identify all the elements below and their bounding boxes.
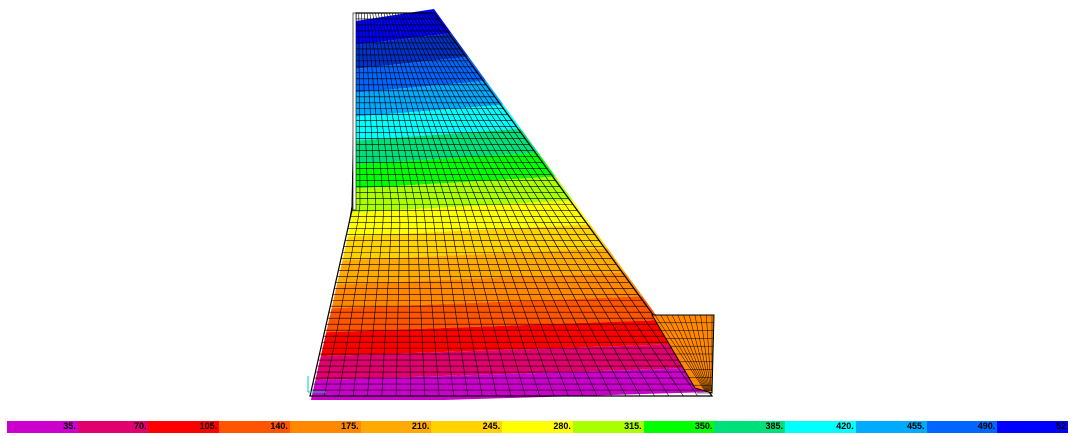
legend-label: 105. <box>199 421 218 431</box>
mesh-column-line <box>389 12 483 397</box>
toe-mesh-col <box>677 314 709 392</box>
legend-swatch: 52 <box>997 421 1069 433</box>
toe-mesh-col <box>694 314 711 392</box>
mesh-column-line <box>411 12 598 397</box>
toe-mesh-col <box>688 314 710 392</box>
mesh-column-line <box>422 12 655 397</box>
legend-swatch: 490. <box>926 421 998 433</box>
mesh-column-line <box>430 12 698 397</box>
legend-swatch: 350. <box>643 421 715 433</box>
mesh-column-line <box>397 12 526 397</box>
mesh-column-line <box>391 12 497 397</box>
toe-mesh-col <box>671 314 708 392</box>
mesh-column-line <box>366 12 385 397</box>
legend-swatch: 105. <box>148 421 220 433</box>
legend-swatch: 385. <box>714 421 786 433</box>
toe-mesh-col <box>700 314 711 392</box>
mesh-column-line <box>400 12 540 397</box>
mesh-column-line <box>425 12 670 397</box>
mesh-column-line <box>394 12 512 397</box>
mesh-column-line <box>378 12 426 397</box>
legend-label: 280. <box>553 421 571 431</box>
legend-label: 245. <box>482 421 501 431</box>
mesh-column-line <box>428 12 684 397</box>
model-viewport[interactable] <box>0 0 1075 400</box>
toe-mesh-col <box>683 314 709 392</box>
legend-label: 70. <box>133 421 147 431</box>
mesh-column-line <box>352 12 377 397</box>
toe-mesh-col <box>666 314 707 392</box>
mesh-column-line <box>386 12 469 397</box>
mesh-column-line <box>383 12 454 397</box>
legend-swatch: 245. <box>431 421 503 433</box>
legend-label: 52 <box>1056 421 1067 431</box>
toe-mesh-col <box>660 314 706 392</box>
mesh-column-line <box>372 12 401 397</box>
legend-label: 350. <box>694 421 713 431</box>
legend-swatch: 210. <box>360 421 432 433</box>
mesh-column-line <box>375 12 411 397</box>
mesh-column-line <box>369 12 392 397</box>
legend-label: 455. <box>907 421 925 431</box>
legend-label: 420. <box>836 421 854 431</box>
legend-swatch: 455. <box>855 421 927 433</box>
legend-swatch: 315. <box>572 421 644 433</box>
legend-label: 490. <box>977 421 996 431</box>
legend-label: 175. <box>341 421 359 431</box>
legend-label: 140. <box>270 421 288 431</box>
legend-label: 385. <box>765 421 784 431</box>
dam-outline <box>309 12 714 397</box>
legend-label: 35. <box>63 421 76 431</box>
mesh-column-line <box>419 12 641 397</box>
toe-mesh-col <box>706 314 712 392</box>
contour-legend: 35. 70. 105. 140. 175. 210. 245. 280. 315. 350. 38… <box>7 421 1069 433</box>
legend-swatch: 70. <box>77 421 149 433</box>
mesh-column-line <box>414 12 612 397</box>
legend-label: 210. <box>411 421 430 431</box>
dam-contour-mesh[interactable] <box>0 0 1075 400</box>
legend-label: 315. <box>624 421 642 431</box>
mesh-column-line <box>403 12 555 397</box>
legend-swatch: 280. <box>502 421 573 433</box>
mesh-column-line <box>380 12 440 397</box>
legend-swatch: 35. <box>7 421 78 433</box>
mesh-column-line <box>338 12 369 397</box>
upstream-face-strip <box>352 12 357 211</box>
toe-mesh-col <box>654 314 706 392</box>
legend-swatch: 420. <box>785 421 856 433</box>
mesh-column-line <box>408 12 584 397</box>
legend-swatch: 140. <box>219 421 290 433</box>
legend-swatch: 175. <box>289 421 361 433</box>
mesh-column-line <box>405 12 569 397</box>
mesh-column-line <box>324 12 361 397</box>
mesh-column-line <box>417 12 627 397</box>
